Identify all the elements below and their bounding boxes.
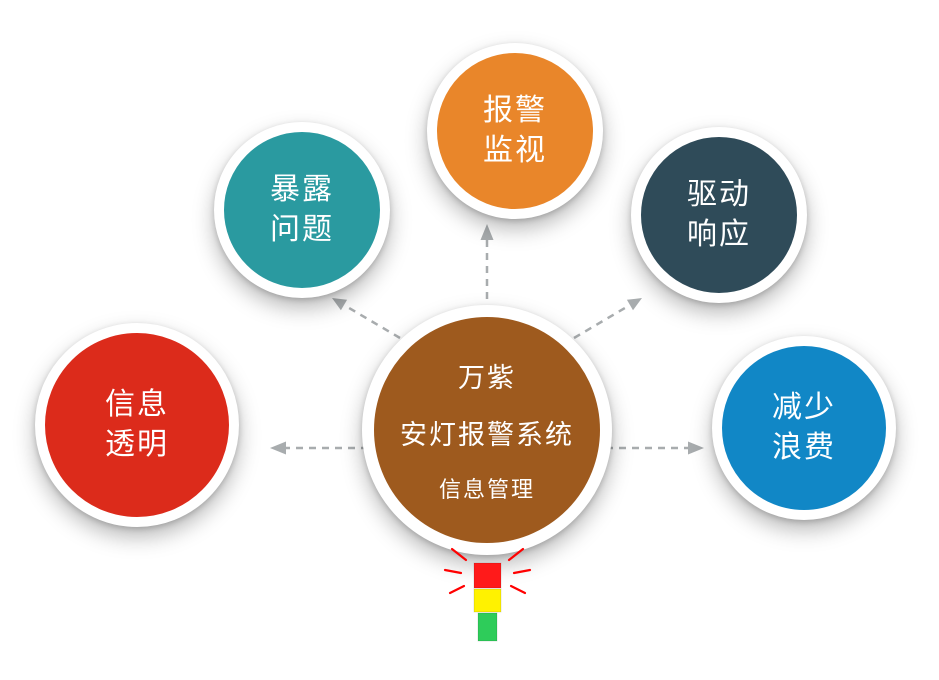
arrow-up-right-head bbox=[626, 298, 642, 311]
arrow-up-right bbox=[573, 298, 642, 340]
node-alarm-monitoring: 报警 监视 bbox=[427, 43, 603, 219]
node-reduce-waste: 减少 浪费 bbox=[712, 336, 896, 520]
andon-lamp-green bbox=[477, 612, 498, 642]
center-node: 万紫 安灯报警系统 信息管理 bbox=[362, 305, 612, 555]
center-node-text: 万紫 安灯报警系统 信息管理 bbox=[400, 356, 574, 504]
arrow-left bbox=[270, 441, 368, 455]
arrow-up-left bbox=[332, 298, 401, 340]
node-drive-response-label: 驱动 响应 bbox=[687, 177, 751, 252]
node-expose-problems: 暴露 问题 bbox=[214, 122, 390, 298]
arrow-left-head bbox=[270, 441, 286, 455]
arrow-up-left-head bbox=[332, 298, 348, 311]
arrow-right-head bbox=[688, 441, 704, 455]
node-expose-problems-label: 暴露 问题 bbox=[270, 172, 334, 247]
arrow-right bbox=[606, 441, 704, 455]
node-reduce-waste-label: 减少 浪费 bbox=[772, 390, 836, 465]
arrow-up bbox=[480, 224, 494, 312]
center-line-1: 万紫 bbox=[458, 363, 516, 394]
node-information-transparency: 信息 透明 bbox=[35, 323, 239, 527]
andon-lamp-yellow bbox=[473, 588, 502, 613]
node-alarm-monitoring-label: 报警 监视 bbox=[483, 93, 547, 168]
node-drive-response: 驱动 响应 bbox=[631, 127, 807, 303]
andon-lamp-red bbox=[473, 562, 502, 589]
center-line-3: 信息管理 bbox=[438, 478, 535, 503]
node-information-transparency-label: 信息 透明 bbox=[105, 387, 169, 462]
andon-light-rays bbox=[443, 547, 532, 595]
center-line-2: 安灯报警系统 bbox=[400, 420, 574, 451]
arrow-up-head bbox=[480, 224, 494, 240]
